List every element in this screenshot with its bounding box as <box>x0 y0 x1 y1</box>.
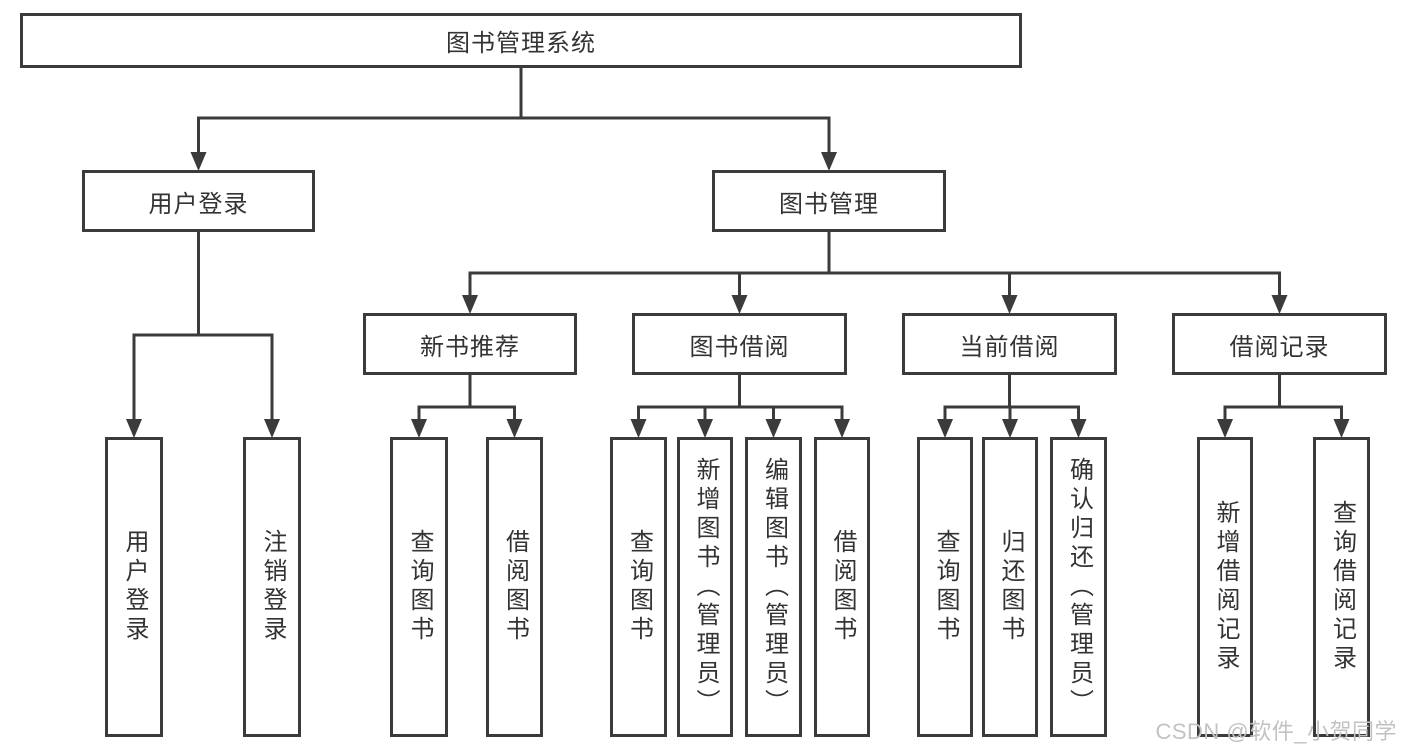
node-borrow-books-1: 借阅图书 <box>486 437 543 737</box>
node-label: 当前借阅 <box>959 333 1060 361</box>
node-root: 图书管理系统 <box>20 13 1022 68</box>
node-label: 归还图书 <box>997 529 1024 645</box>
node-borrow-books-2: 借阅图书 <box>814 437 870 737</box>
node-add-borrow-record: 新增借阅记录 <box>1197 437 1253 737</box>
arrowhead-icon <box>1002 419 1018 438</box>
node-query-books-3: 查询图书 <box>917 437 973 737</box>
node-label: 图书借阅 <box>689 333 790 361</box>
arrowhead-icon <box>821 152 837 171</box>
node-label: 编辑图书（管理员） <box>760 456 788 718</box>
node-query-books-2: 查询图书 <box>610 437 667 737</box>
node-book-management: 图书管理 <box>712 170 946 232</box>
node-logout: 注销登录 <box>243 437 301 737</box>
node-query-borrow-record: 查询借阅记录 <box>1313 437 1370 737</box>
node-book-borrowing: 图书借阅 <box>632 313 847 375</box>
node-current-borrowing: 当前借阅 <box>902 313 1117 375</box>
node-label: 图书管理 <box>779 190 879 218</box>
arrowhead-icon <box>937 419 953 438</box>
node-label: 查询图书 <box>625 529 653 645</box>
arrowhead-icon <box>630 419 647 438</box>
node-borrowing-records: 借阅记录 <box>1172 313 1387 375</box>
node-new-book-recommend: 新书推荐 <box>363 313 577 375</box>
node-label: 新增图书（管理员） <box>692 456 719 718</box>
node-user-login: 用户登录 <box>82 170 315 232</box>
node-label: 图书管理系统 <box>446 30 596 57</box>
node-add-books: 新增图书（管理员） <box>677 437 733 737</box>
node-label: 借阅图书 <box>501 529 529 645</box>
node-label: 借阅图书 <box>829 529 856 645</box>
arrowhead-icon <box>834 419 850 438</box>
node-label: 用户登录 <box>121 529 148 645</box>
arrowhead-icon <box>697 419 713 438</box>
arrowhead-icon <box>1217 419 1233 438</box>
node-label: 注销登录 <box>259 529 286 645</box>
arrowhead-icon <box>1333 419 1350 438</box>
node-label: 查询图书 <box>932 529 959 645</box>
node-label: 查询借阅记录 <box>1328 500 1356 674</box>
arrowhead-icon <box>190 152 207 171</box>
arrowhead-icon <box>126 419 142 438</box>
node-label: 确认归还（管理员） <box>1065 456 1093 718</box>
node-label: 用户登录 <box>148 190 249 218</box>
node-label: 借阅记录 <box>1229 333 1330 361</box>
arrowhead-icon <box>731 295 748 314</box>
node-label: 新书推荐 <box>420 333 520 361</box>
arrowhead-icon <box>765 419 782 438</box>
arrowhead-icon <box>1001 295 1018 314</box>
node-return-books: 归还图书 <box>982 437 1038 737</box>
arrowhead-icon <box>1271 295 1288 314</box>
arrowhead-icon <box>411 419 427 438</box>
node-user-login-leaf: 用户登录 <box>105 437 163 737</box>
arrowhead-icon <box>1070 419 1087 438</box>
node-label: 查询图书 <box>406 529 433 645</box>
arrowhead-icon <box>506 419 523 438</box>
arrowhead-icon <box>264 419 280 438</box>
arrowhead-icon <box>462 295 478 314</box>
node-confirm-return: 确认归还（管理员） <box>1050 437 1107 737</box>
node-edit-books: 编辑图书（管理员） <box>745 437 802 737</box>
node-label: 新增借阅记录 <box>1212 500 1239 674</box>
watermark: CSDN @软件_小贺同学 <box>1155 719 1397 744</box>
node-query-books-1: 查询图书 <box>390 437 448 737</box>
